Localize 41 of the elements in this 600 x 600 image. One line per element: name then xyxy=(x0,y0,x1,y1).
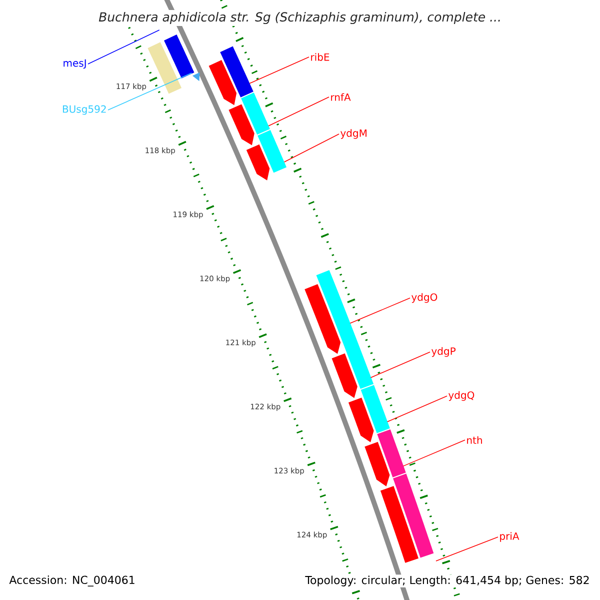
gene-feature xyxy=(228,104,254,146)
gene-label: ydgP xyxy=(432,347,456,357)
gene-label: ydgQ xyxy=(448,391,474,401)
leader-line xyxy=(436,536,498,562)
gene-block xyxy=(380,486,418,563)
leader-line xyxy=(370,352,430,378)
gene-feature xyxy=(246,144,270,180)
gene-block xyxy=(316,270,374,389)
gene-label: ydgM xyxy=(340,129,366,139)
gene-feature xyxy=(304,284,341,354)
leader-line xyxy=(268,96,330,126)
gene-block xyxy=(164,34,194,78)
gene-label: ribE xyxy=(311,53,330,61)
leader-line xyxy=(350,298,410,324)
leader-line xyxy=(108,72,192,110)
leader-line xyxy=(284,134,340,162)
gene-block xyxy=(241,92,270,135)
leader-line xyxy=(402,440,466,466)
gene-label: priA xyxy=(500,532,520,542)
gene-label: nth xyxy=(467,436,482,444)
gene-block xyxy=(258,130,287,173)
gene-label: BUsg592 xyxy=(62,105,106,115)
gene-feature xyxy=(364,442,390,486)
gene-label: rnfA xyxy=(331,93,351,101)
gene-block xyxy=(377,429,406,478)
gene-block xyxy=(393,474,434,558)
leader-line xyxy=(249,56,310,84)
gene-block xyxy=(220,46,254,98)
gene-feature xyxy=(208,60,237,106)
title: Buchnera aphidicola str. Sg (Schizaphis graminum), complete ... xyxy=(96,10,504,26)
footer-text: Accession: NC_004061 xyxy=(8,574,136,588)
leader-line xyxy=(88,30,160,64)
gene-label: mesJ xyxy=(64,59,86,69)
gene-marker xyxy=(192,72,200,82)
gene-feature xyxy=(332,353,358,398)
footer-text: Topology: circular; Length: 641,454 bp; Genes: 582 xyxy=(304,574,591,588)
gene-block xyxy=(360,384,390,434)
leader-line xyxy=(386,396,448,422)
gene-block xyxy=(148,42,182,94)
gene-feature xyxy=(348,398,374,442)
gene-label: ydgO xyxy=(412,293,438,303)
